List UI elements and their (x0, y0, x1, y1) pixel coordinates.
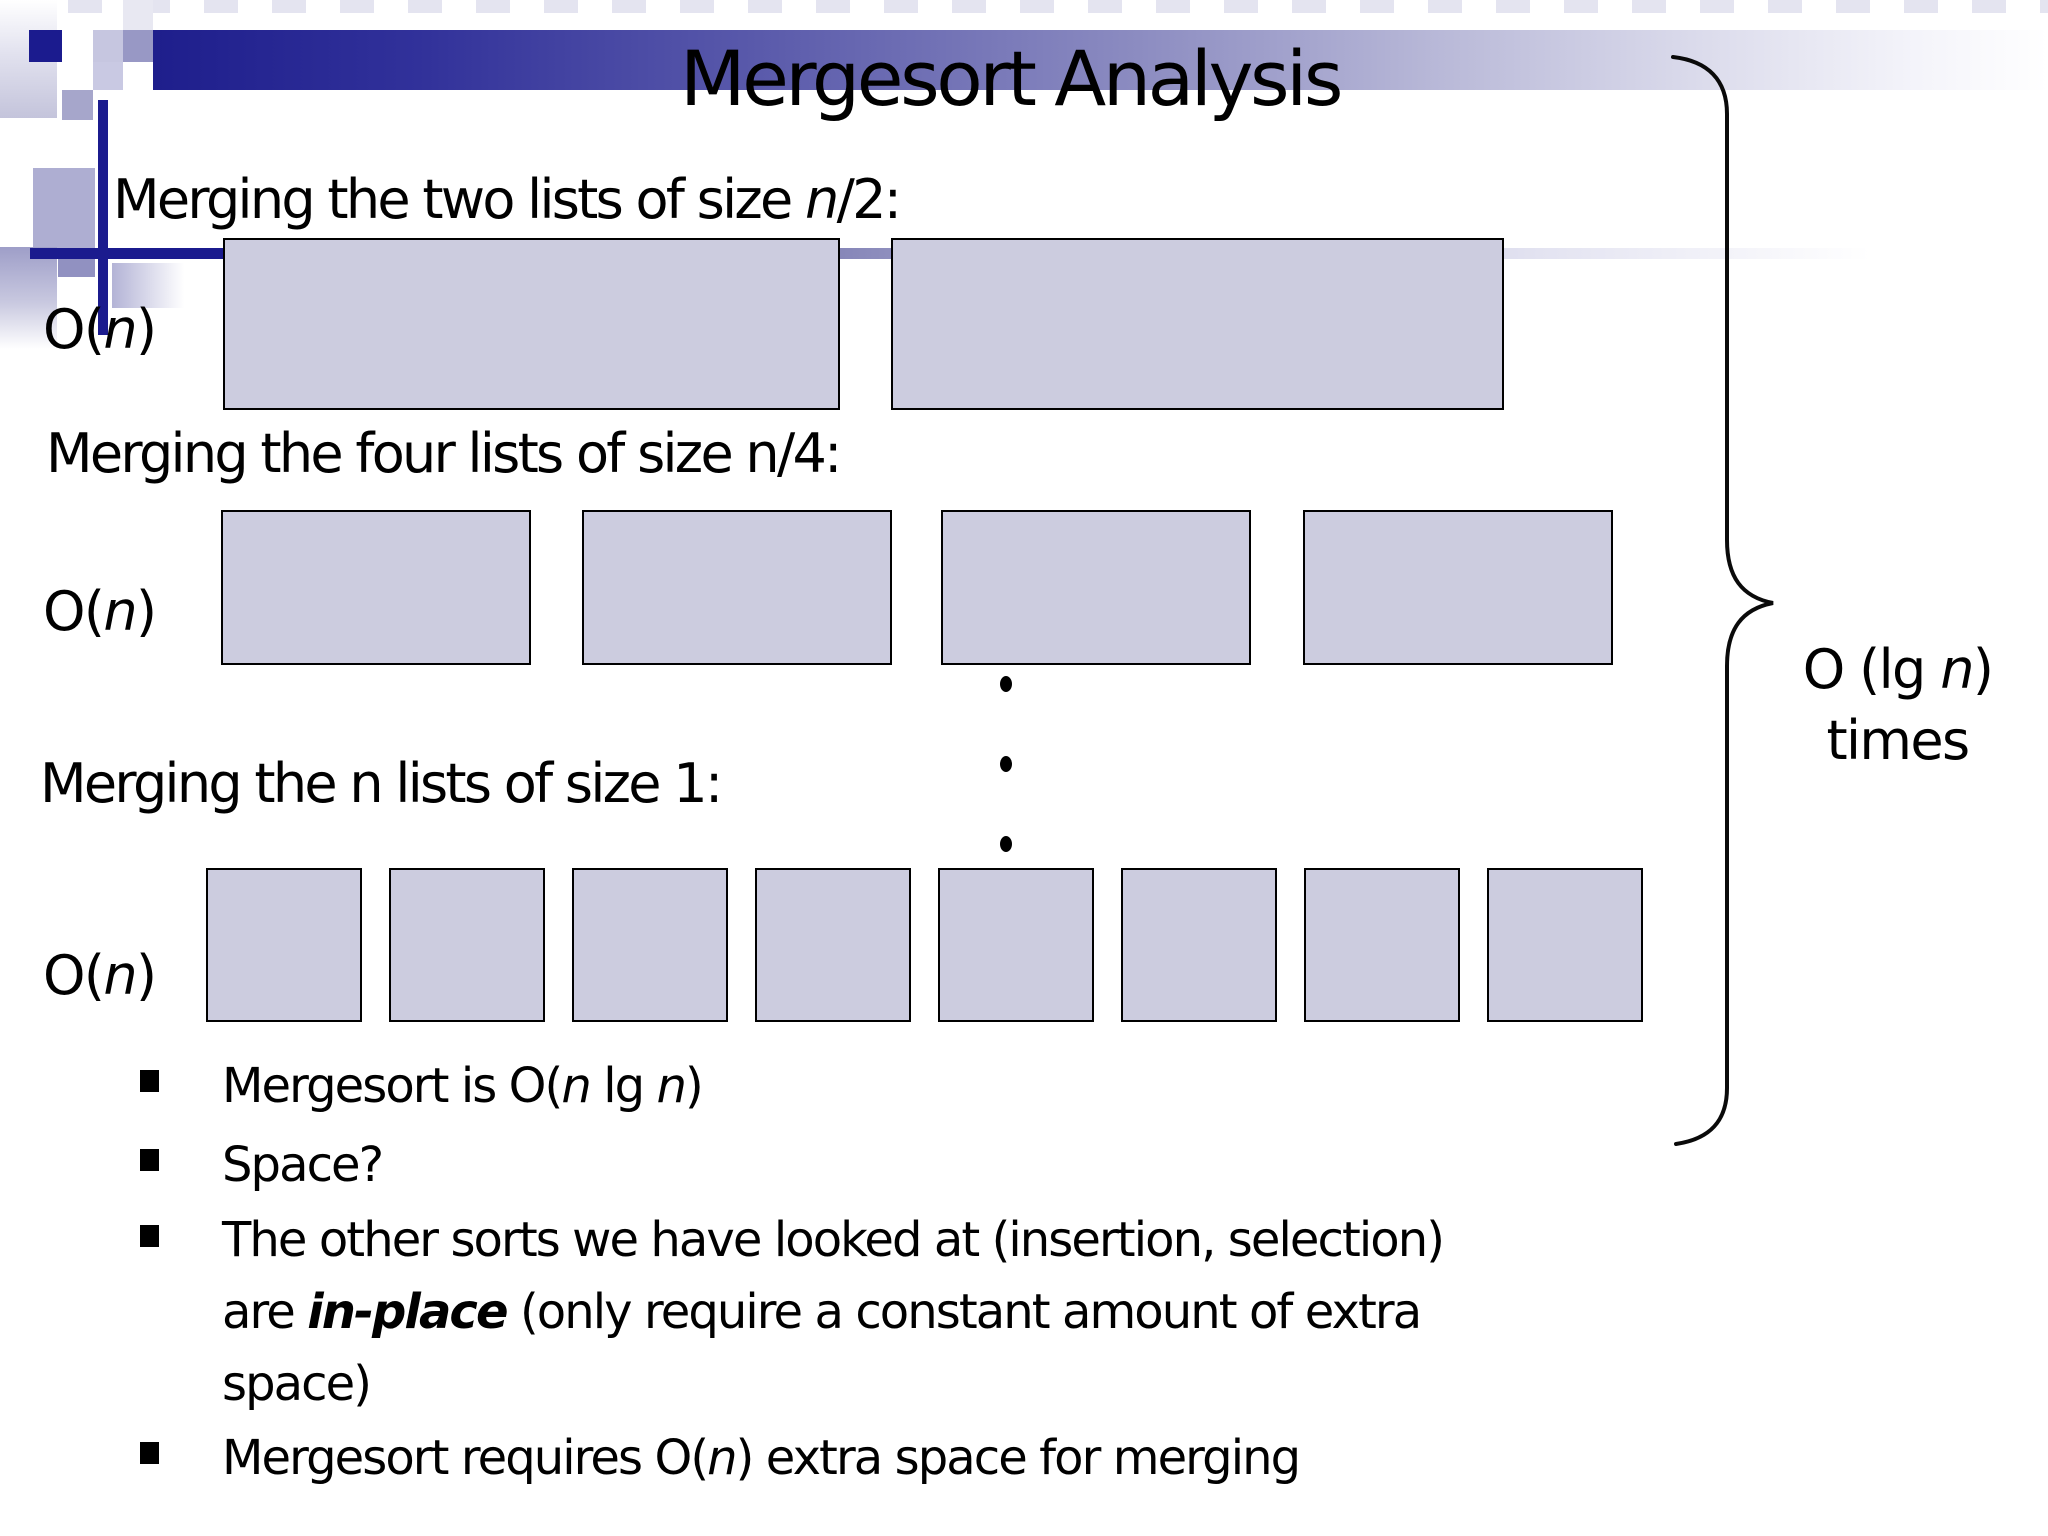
merge-box (572, 868, 728, 1022)
page-title: Mergesort Analysis (679, 34, 1344, 123)
bullet-text: The other sorts we have looked at (inser… (222, 1204, 1445, 1420)
merge-box (755, 868, 911, 1022)
merge-box (1303, 510, 1613, 665)
ellipsis-dot (1000, 756, 1012, 772)
row1-heading-suffix: /2: (836, 168, 902, 231)
row2-heading-text: Merging the four lists of size n/4: (46, 422, 842, 485)
merge-box (941, 510, 1251, 665)
bullet-text: Mergesort requires O(n) extra space for … (222, 1430, 1301, 1486)
row1-heading: Merging the two lists of size n/2: (113, 168, 902, 231)
bullet-item: Mergesort is O(n lg n) (140, 1049, 704, 1123)
bullet-square-icon (140, 1442, 159, 1464)
bullet-text-line: The other sorts we have looked at (inser… (222, 1212, 1445, 1268)
bullet-text-line: are in-place (only require a constant am… (222, 1284, 1422, 1340)
merge-box (582, 510, 892, 665)
corner-mosaic-square (123, 0, 153, 30)
corner-mosaic-square (33, 168, 95, 252)
ellipsis-dot (1000, 676, 1012, 692)
corner-gradient-block-bottom (0, 247, 57, 349)
row3-complexity-label: O(n) (43, 944, 157, 1007)
merge-box (389, 868, 545, 1022)
bullet-item: Space? (140, 1128, 384, 1202)
bullet-item: The other sorts we have looked at (inser… (140, 1204, 1445, 1420)
vertical-accent-line (98, 100, 108, 335)
row3-heading: Merging the n lists of size 1: (40, 752, 723, 815)
brace-label: O (lg n) times (1770, 634, 2025, 776)
corner-mosaic-square-dark (29, 30, 62, 62)
corner-mosaic-square (62, 90, 93, 120)
row1-heading-italic-n: n (805, 168, 839, 231)
row2-complexity-label: O(n) (43, 580, 157, 643)
merge-box (1304, 868, 1460, 1022)
brace-label-line2: times (1826, 709, 1970, 772)
ellipsis-dot (1000, 836, 1012, 852)
merge-box (938, 868, 1094, 1022)
bullet-square-icon (140, 1149, 159, 1171)
bullet-square-icon (140, 1225, 159, 1247)
row3-heading-text: Merging the n lists of size 1: (40, 752, 723, 815)
bullet-text: Space? (222, 1137, 384, 1193)
corner-mosaic-square (93, 30, 123, 62)
merge-box (206, 868, 362, 1022)
corner-mosaic-square (123, 30, 153, 62)
row2-heading: Merging the four lists of size n/4: (46, 422, 842, 485)
corner-mosaic-square (93, 62, 123, 90)
merge-box (1487, 868, 1643, 1022)
merge-box (891, 238, 1504, 410)
merge-box (221, 510, 531, 665)
bullet-text-line: space) (222, 1356, 372, 1412)
bullet-square-icon (140, 1070, 159, 1092)
merge-box (223, 238, 840, 410)
merge-box (1121, 868, 1277, 1022)
row1-complexity-label: O(n) (43, 298, 157, 361)
top-strip-decoration (0, 0, 2048, 13)
brace-label-line1: O (lg n) (1802, 638, 1994, 701)
bullet-text: Mergesort is O(n lg n) (222, 1058, 704, 1114)
in-place-emphasis: in-place (307, 1284, 508, 1340)
row1-heading-text: Merging the two lists of size (113, 168, 806, 231)
corner-mosaic-square-fade (112, 263, 194, 308)
bullet-item: Mergesort requires O(n) extra space for … (140, 1421, 1301, 1495)
